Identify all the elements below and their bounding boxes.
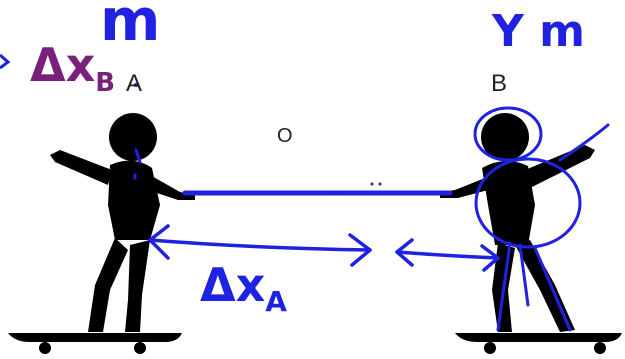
delta-xb-sub: B — [95, 68, 116, 99]
delta-xb-main: Δx — [30, 38, 96, 92]
delta-xa-arrow — [148, 224, 372, 267]
person-a-figure — [50, 113, 195, 332]
label-origin: O — [277, 125, 293, 147]
skateboard-a — [8, 333, 182, 354]
annotation-delta-xb: ΔxB — [30, 38, 115, 98]
label-person-a: A — [126, 70, 143, 97]
person-b-figure — [440, 113, 595, 332]
rope-midpoint — [335, 191, 339, 195]
label-person-b: B — [491, 70, 508, 97]
annotation-delta-xa: ΔxA — [200, 258, 287, 318]
annotation-mass-m: m — [100, 0, 161, 54]
delta-xb-arrow — [395, 238, 500, 272]
torso-b-circle — [474, 157, 582, 249]
delta-xa-sub: A — [265, 285, 287, 319]
skateboard-b — [455, 333, 622, 354]
annotation-mass-ym: Y m — [492, 6, 586, 57]
delta-xa-main: Δx — [200, 258, 266, 312]
head-b-circle — [473, 106, 543, 162]
